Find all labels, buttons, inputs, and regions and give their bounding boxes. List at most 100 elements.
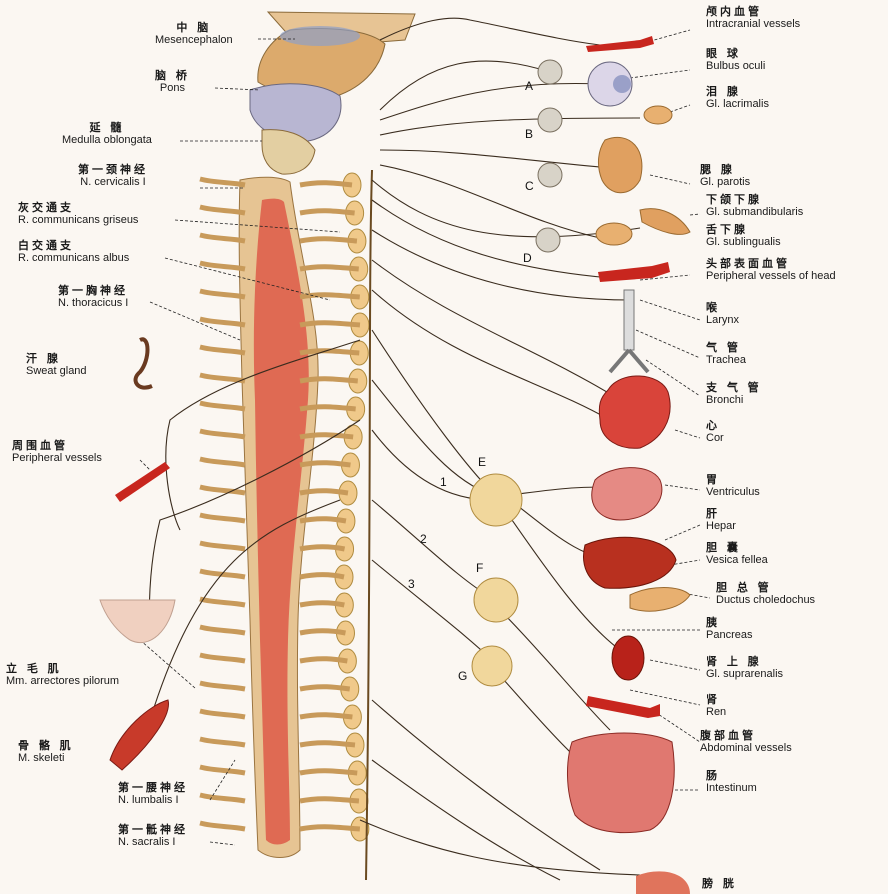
organs [566, 36, 691, 894]
nerve-root-left [199, 288, 246, 300]
nerve-root-right [299, 404, 356, 412]
nerve-root-right [299, 572, 345, 580]
nerve-number-3: 3 [408, 577, 415, 591]
nerve-root-right [299, 740, 356, 748]
nerve-root-left [199, 792, 246, 804]
liver-shape [583, 536, 677, 589]
ganglia [469, 59, 563, 687]
nerve-root-left [199, 400, 246, 412]
lacrimal-gland-shape [643, 105, 673, 125]
nerve-root-left [199, 680, 246, 692]
skeletal-muscle-shape [109, 699, 169, 771]
nerve-root-right [299, 796, 360, 804]
spinal-nerve-roots [199, 176, 361, 832]
nerve-root-right [299, 656, 348, 664]
intracranial-vessel-shape [586, 36, 654, 52]
nerve-root-left [199, 764, 246, 776]
nerve-root-left [199, 512, 246, 524]
parotid-gland-shape [597, 136, 643, 194]
trachea-shape [623, 289, 635, 351]
nerve-root-left [199, 176, 246, 188]
nerve-root-right [299, 292, 360, 300]
nerve-root-left [199, 736, 246, 748]
nerve-root-left [199, 316, 246, 328]
nerve-root-left [199, 652, 246, 664]
nerve-root-left [199, 260, 246, 272]
ganglion-label-e: E [478, 455, 486, 469]
nerve-root-right [299, 768, 358, 776]
nerve-fibers [148, 17, 641, 881]
nerve-number-2: 2 [420, 532, 427, 546]
eyeball-shape [587, 61, 633, 107]
arrector-pili-shape [99, 599, 176, 644]
nerve-root-left [199, 484, 246, 496]
nerve-root-left [199, 232, 246, 244]
peripheral-structures [99, 337, 176, 771]
intestine-shape [566, 732, 675, 834]
ganglion-label-a: A [525, 79, 533, 93]
nerve-root-right [299, 600, 345, 608]
nerve-root-left [199, 596, 246, 608]
nerve-root-right [299, 264, 359, 272]
spinal-cord [238, 176, 319, 858]
nerve-root-right [299, 460, 351, 468]
head-vessel-shape [598, 262, 670, 282]
nerve-root-left [199, 344, 246, 356]
nerve-root-right [299, 684, 351, 692]
nerve-root-right [299, 824, 361, 832]
ganglion-label-c: C [525, 179, 534, 193]
ganglion-label-b: B [525, 127, 533, 141]
nerve-root-right [299, 180, 353, 188]
nerve-root-right [299, 488, 349, 496]
nerve-root-right [299, 376, 359, 384]
nerve-root-right [299, 516, 347, 524]
nerve-root-right [299, 432, 354, 440]
nerve-root-right [299, 544, 346, 552]
sympathetic-trunk [365, 169, 373, 881]
nerve-root-right [299, 348, 360, 356]
nerve-number-1: 1 [440, 475, 447, 489]
stomach-shape [591, 467, 663, 521]
nerve-root-right [299, 712, 353, 720]
bladder-shape [636, 871, 690, 894]
nerve-root-right [299, 208, 355, 216]
abdominal-vessel-shape [586, 696, 660, 718]
heart-shape [598, 375, 671, 449]
nerve-root-left [199, 820, 246, 832]
ganglion-label-d: D [523, 251, 532, 265]
pancreas-shape [629, 587, 691, 612]
peripheral-vessel-shape [115, 462, 170, 502]
nerve-root-left [199, 624, 246, 636]
ganglion-letters: A B C D E F G 1 2 3 [408, 79, 534, 683]
